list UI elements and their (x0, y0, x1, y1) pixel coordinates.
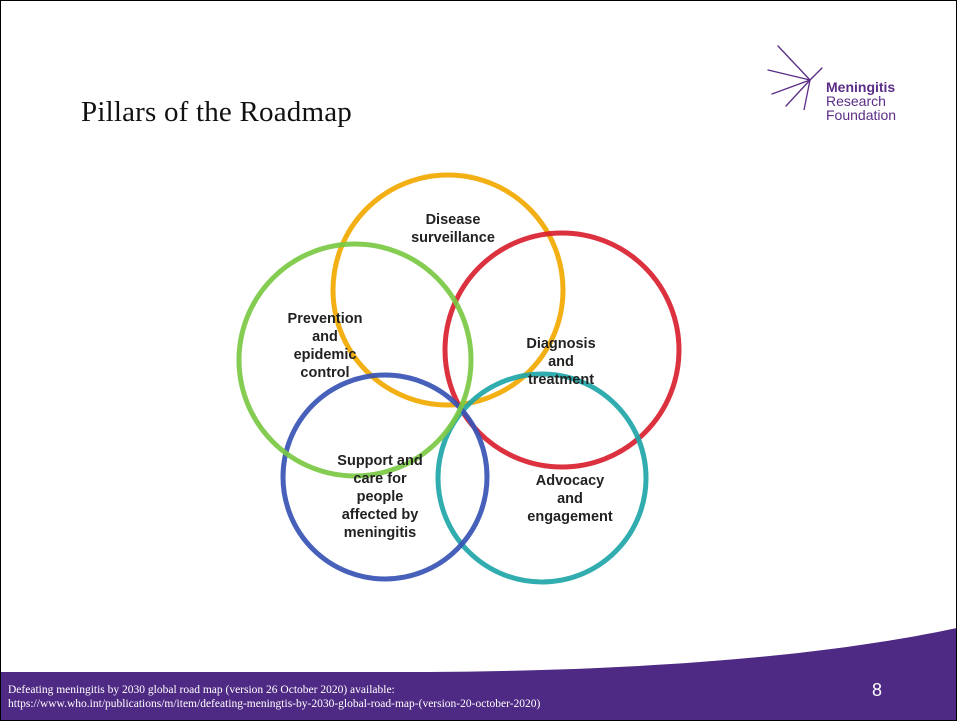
slide-title: Pillars of the Roadmap (81, 96, 352, 128)
circle-diagnosis-treatment (442, 230, 682, 470)
label-disease-surveillance: Disease surveillance (411, 212, 495, 246)
logo-line-1: Meningitis (826, 79, 896, 95)
circle-support-care (280, 372, 490, 582)
label-prevention-control: Prevention and epidemic control (287, 311, 363, 381)
label-advocacy-engagement: Advocacy and engagement (527, 473, 613, 525)
footer-citation-line-1: Defeating meningitis by 2030 global road… (8, 684, 395, 696)
logo-line-3: Foundation (826, 107, 897, 123)
footer-citation: Defeating meningitis by 2030 global road… (8, 683, 540, 711)
logo-burst-icon (767, 45, 823, 110)
logo-text: Meningitis Research Foundation (826, 80, 896, 122)
logo-line-2: Research (826, 93, 886, 109)
footer-citation-url[interactable]: https://www.who.int/publications/m/item/… (8, 698, 541, 710)
label-diagnosis-treatment: Diagnosis and treatment (526, 336, 596, 388)
circle-prevention-control (236, 241, 474, 479)
page-number: 8 (872, 680, 883, 700)
meningitis-research-foundation-logo: Meningitis Research Foundation (766, 44, 936, 122)
label-support-care: Support and care for people affected by … (337, 453, 423, 541)
circle-advocacy-engagement (435, 371, 649, 585)
circle-disease-surveillance (330, 172, 566, 408)
